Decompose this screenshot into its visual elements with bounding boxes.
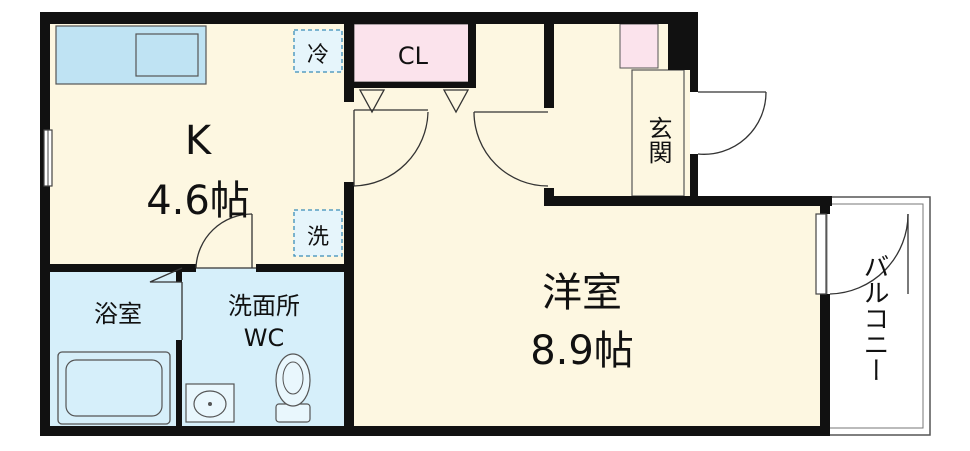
kitchen-label: K	[185, 118, 213, 164]
toilet-icon	[275, 353, 311, 423]
bathtub-icon	[57, 351, 171, 425]
washer-marker: 洗	[307, 225, 329, 250]
western-room-floor	[350, 200, 825, 430]
refrigerator-marker: 冷	[307, 43, 329, 68]
washroom-label: 洗面所	[228, 292, 300, 320]
kitchen-size-label: 4.6帖	[146, 178, 250, 224]
balcony-floor	[821, 196, 931, 436]
washer-marker-box	[293, 209, 343, 257]
door-swing-icon	[149, 89, 909, 340]
refrigerator-marker-box	[293, 29, 343, 73]
closet-label: CL	[398, 42, 429, 70]
entrance-shoe-box	[619, 23, 659, 69]
western-room-label: 洋室	[542, 270, 622, 316]
kitchen-sink-basin	[135, 33, 199, 77]
western-room-size-label: 8.9帖	[530, 328, 634, 374]
walls	[40, 12, 832, 436]
window-icon	[43, 129, 53, 187]
entrance-label: 玄関	[644, 116, 672, 164]
toilet-label: WC	[244, 324, 285, 352]
kitchen-counter	[55, 25, 207, 85]
balcony-window	[815, 213, 827, 295]
balcony-label: バルコニー	[859, 253, 889, 383]
sink-icon	[185, 383, 235, 423]
bath-label: 浴室	[94, 300, 142, 328]
